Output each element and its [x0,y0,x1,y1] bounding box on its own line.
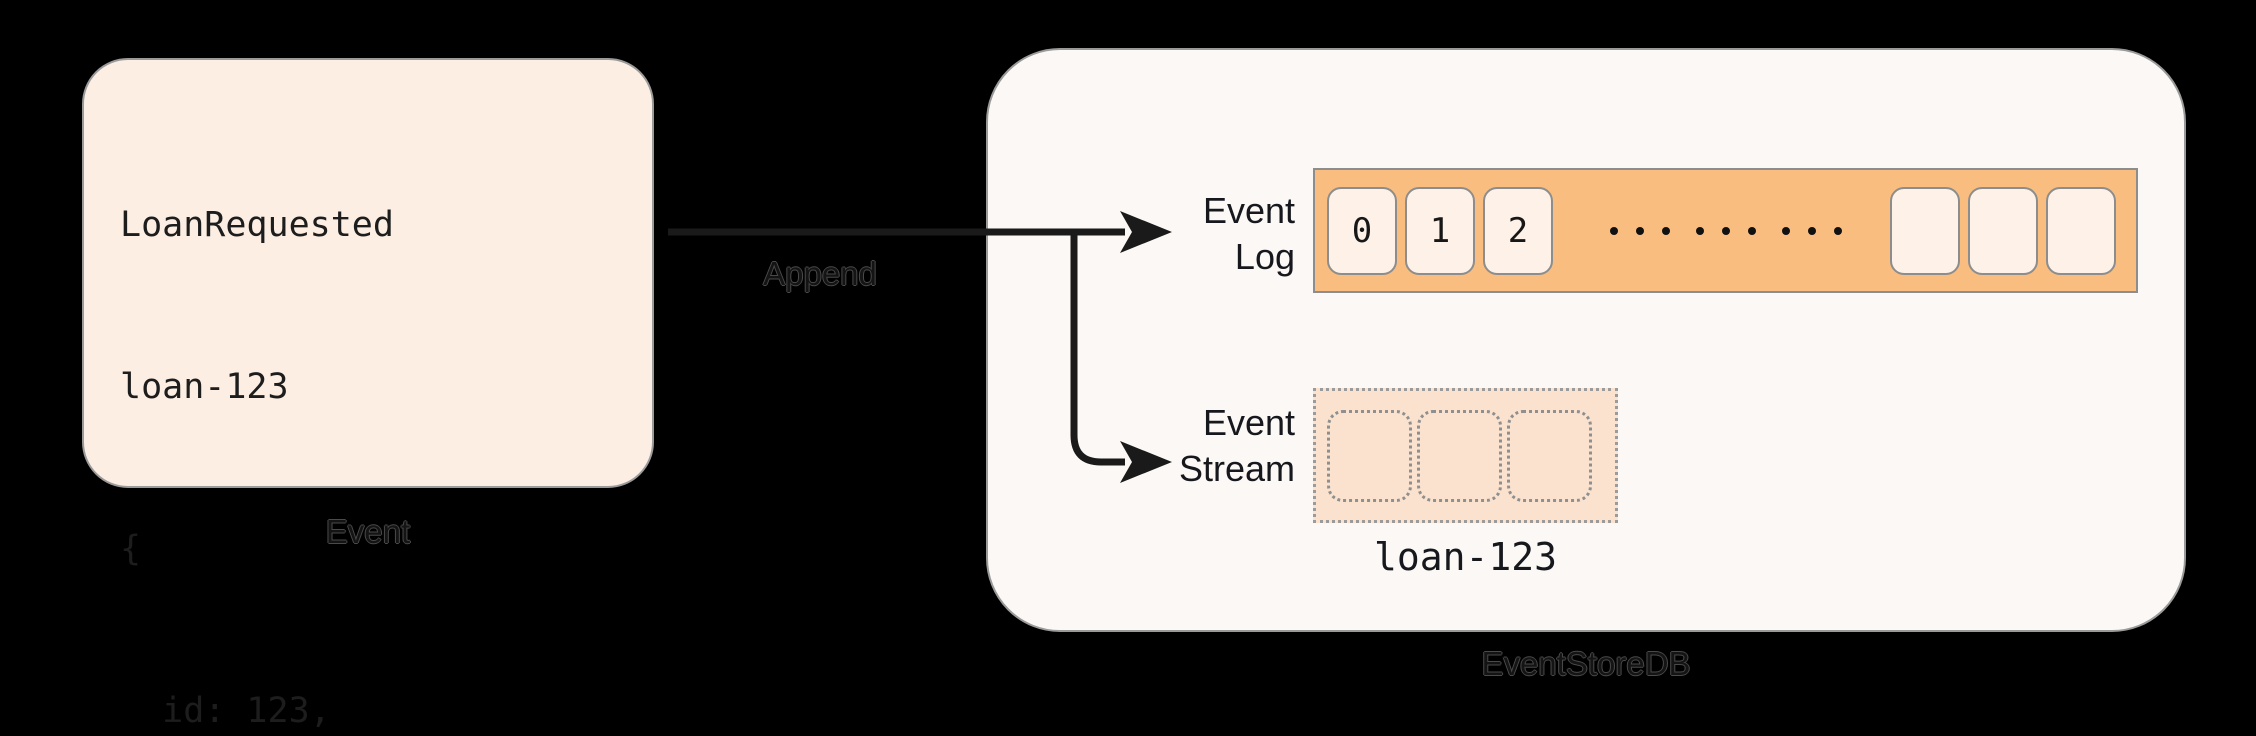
event-log-bar: 0 1 2 [1313,168,2138,293]
dot-group [1781,226,1842,235]
dot-group [1695,226,1756,235]
event-log-cell-trailing-1[interactable] [1968,186,2038,275]
event-log-cell-1[interactable]: 1 [1405,186,1475,275]
event-card-code: LoanRequested loan-123 { id: 123, amount… [120,90,605,736]
event-stream-cell-0[interactable] [1327,409,1412,502]
eventstore-panel [986,48,2186,632]
dot [1781,226,1790,235]
dot [1609,226,1618,235]
dot [1635,226,1644,235]
event-card-caption: Event [325,513,411,550]
dot [1833,226,1842,235]
event-card: LoanRequested loan-123 { id: 123, amount… [82,58,654,731]
dot [1807,226,1816,235]
event-log-cell-0[interactable]: 0 [1327,186,1397,275]
code-line-event-type: LoanRequested [120,205,394,245]
event-log-cell-trailing-2[interactable] [2046,186,2116,275]
event-stream-caption: loan-123 [1373,535,1558,579]
dot [1695,226,1704,235]
event-log-cell-2[interactable]: 2 [1483,186,1553,275]
event-log-cell-trailing-0[interactable] [1890,186,1960,275]
dot [1747,226,1756,235]
code-line-open-brace: { [120,529,142,569]
event-stream-cell-1[interactable] [1417,409,1502,502]
event-log-label: Event Log [1202,190,1295,277]
dot [1721,226,1730,235]
code-line-id: id: 123, [120,691,331,731]
dot [1661,226,1670,235]
event-stream-cell-2[interactable] [1507,409,1592,502]
event-stream-box [1313,388,1618,523]
append-label: Append [763,255,877,292]
event-log-ellipsis [1571,226,1880,235]
dot-group [1609,226,1670,235]
event-stream-label: Event Stream [1178,402,1295,489]
code-line-stream-id: loan-123 [120,367,289,407]
eventstore-panel-caption: EventStoreDB [1481,645,1691,682]
